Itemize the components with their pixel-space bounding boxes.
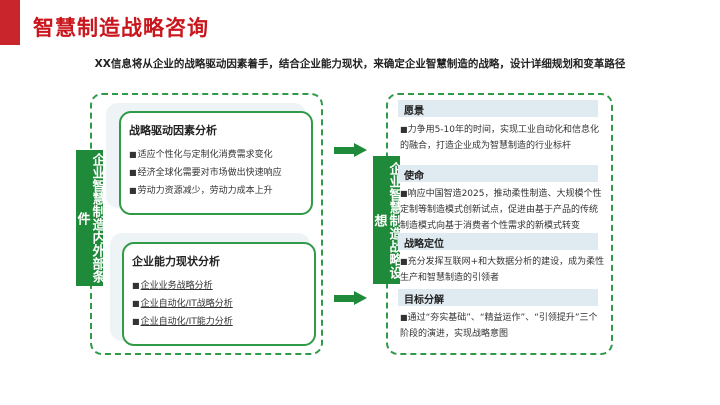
left-label: 企业智慧制造内外部条件 <box>75 150 105 286</box>
list-item: 劳动力资源减少，劳动力成本上升 <box>129 182 303 200</box>
subtitle: XX信息将从企业的战略驱动因素着手，结合企业能力现状，来确定企业智慧制造的战略，… <box>94 58 626 70</box>
right-label: 企业智慧制造战略设想 <box>372 156 402 284</box>
title-accent-bar <box>0 0 20 45</box>
section-positioning-title: 战略定位 <box>398 233 598 250</box>
page-title: 智慧制造战略咨询 <box>33 16 209 40</box>
right-arrow-icon <box>334 291 368 305</box>
list-item[interactable]: 企业自动化/IT能力分析 <box>132 313 306 331</box>
section-vision-title: 愿景 <box>398 100 598 117</box>
section-mission-text: 响应中国智造2025，推动柔性制造、大规模个性定制等制造模式创新试点，促进由基于… <box>400 186 605 234</box>
list-item[interactable]: 企业自动化/IT战略分析 <box>132 295 306 313</box>
card-title: 战略驱动因素分析 <box>129 124 217 137</box>
section-positioning-text: 充分发挥互联网+和大数据分析的建设，成为柔性生产和智慧制造的引领者 <box>400 254 605 286</box>
capability-card: 企业能力现状分析 企业业务战略分析 企业自动化/IT战略分析 企业自动化/IT能… <box>122 242 316 346</box>
list-item: 适应个性化与定制化消费需求变化 <box>129 146 303 164</box>
section-goals-text: 通过“夯实基础”、“精益运作”、“引领提升”三个阶段的演进，实现战略意图 <box>400 310 605 342</box>
card-title: 企业能力现状分析 <box>132 255 220 268</box>
driving-factors-card: 战略驱动因素分析 适应个性化与定制化消费需求变化 经济全球化需要对市场做出快速响… <box>119 111 313 215</box>
section-goals-title: 目标分解 <box>398 289 598 306</box>
section-mission-title: 使命 <box>398 165 598 182</box>
list-item[interactable]: 企业业务战略分析 <box>132 277 306 295</box>
right-arrow-icon <box>334 143 368 157</box>
section-vision-text: 力争用5-10年的时间，实现工业自动化和信息化的融合，打造企业成为智慧制造的行业… <box>400 122 605 154</box>
list-item: 经济全球化需要对市场做出快速响应 <box>129 164 303 182</box>
